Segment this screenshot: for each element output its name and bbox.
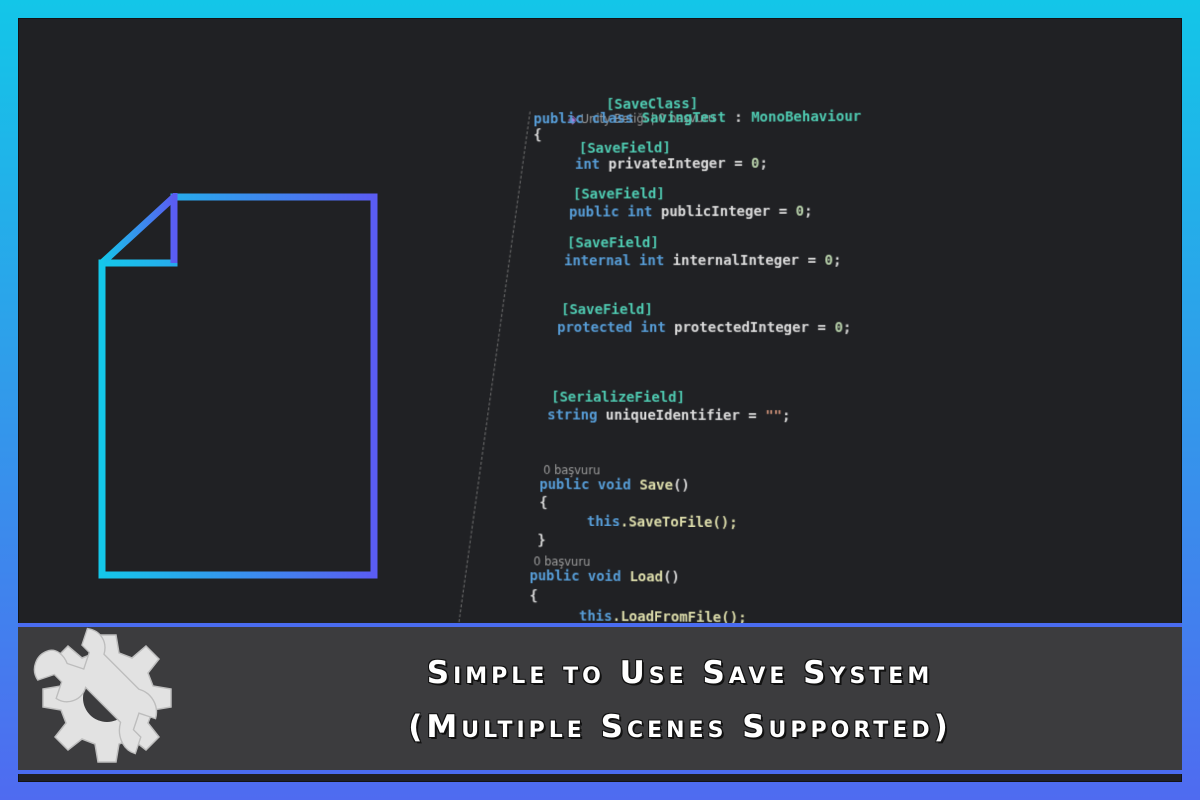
code-line-load-method: public void Load() xyxy=(529,568,680,586)
code-line-internal-int: internal int internalInteger = 0; xyxy=(564,252,842,270)
code-line-attr: [SaveField] xyxy=(561,302,653,319)
code-line-close-brace: } xyxy=(537,532,546,549)
artwork-panel: [SaveClass] ◈ Unity Betiği | 0 başvuru p… xyxy=(18,18,1182,782)
code-line-attr: [SaveField] xyxy=(572,186,665,203)
code-line-attr: [SaveField] xyxy=(578,140,671,157)
code-line-open-brace: { xyxy=(533,127,542,144)
code-line-protected-int: protected int protectedInteger = 0; xyxy=(557,319,852,337)
codelens-refs[interactable]: 0 başvuru xyxy=(543,463,601,478)
code-line-private-int: int privateInteger = 0; xyxy=(574,155,768,173)
code-line-open-brace: { xyxy=(539,494,548,511)
gear-wrench-icon xyxy=(33,627,172,763)
code-line-attr: [SerializeField] xyxy=(551,389,685,406)
code-line-public-int: public int publicInteger = 0; xyxy=(569,203,813,221)
indent-guide xyxy=(458,111,531,623)
codelens-refs[interactable]: 0 başvuru xyxy=(533,554,591,569)
code-line-attr: [SaveField] xyxy=(567,235,659,252)
code-line-save-call: this.SaveToFile(); xyxy=(586,514,738,532)
banner-title-line-2: (Multiple Scenes Supported) xyxy=(408,709,952,745)
code-line-save-method: public void Save() xyxy=(539,476,690,494)
code-line-class-decl: public class SavingTest : MonoBehaviour xyxy=(533,108,862,128)
title-banner: Simple to Use Save System (Multiple Scen… xyxy=(18,623,1182,774)
code-line-open-brace: { xyxy=(529,588,538,605)
banner-title-line-1: Simple to Use Save System xyxy=(426,655,934,691)
code-line-string: string uniqueIdentifier = ""; xyxy=(547,407,791,425)
document-icon xyxy=(98,193,378,579)
code-snippet: [SaveClass] ◈ Unity Betiği | 0 başvuru p… xyxy=(37,18,1182,633)
